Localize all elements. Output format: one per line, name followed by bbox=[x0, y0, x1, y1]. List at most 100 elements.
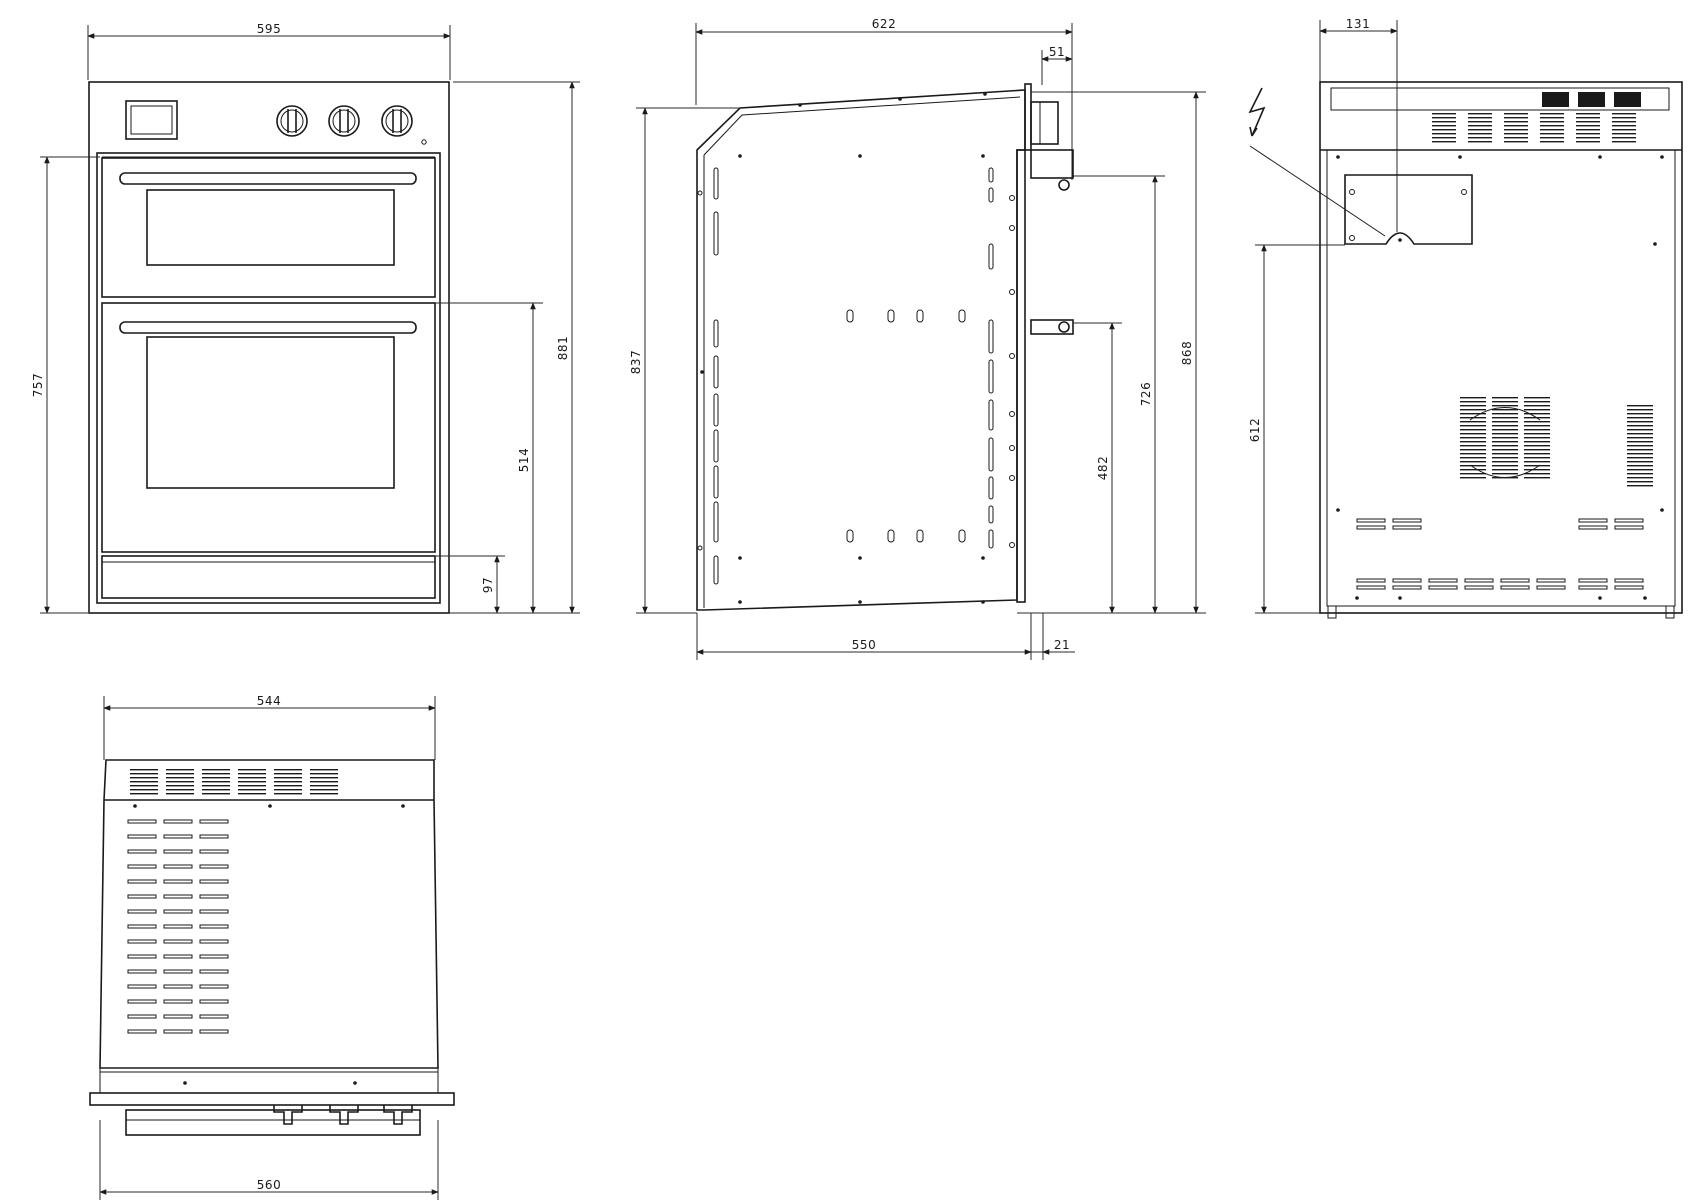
upper-door-handle bbox=[119, 172, 417, 185]
vent-slot bbox=[127, 954, 157, 959]
vent-slot bbox=[199, 879, 229, 884]
dimension-label-131: 131 bbox=[1346, 17, 1370, 31]
vent-slot bbox=[127, 1029, 157, 1034]
dimension-height-726: 726 bbox=[1073, 175, 1165, 614]
vent-slot bbox=[163, 819, 193, 824]
front-view: 595 bbox=[31, 22, 580, 614]
dimension-height-612: 612 bbox=[1248, 244, 1345, 614]
vent-slot bbox=[199, 864, 229, 869]
vent-slot bbox=[199, 1014, 229, 1019]
top-slot-columns bbox=[127, 819, 229, 1034]
back-view: 131 bbox=[1248, 17, 1683, 619]
dimension-label-837: 837 bbox=[629, 350, 643, 374]
dimension-depth-622: 622 bbox=[695, 17, 1073, 180]
dimension-width-560: 560 bbox=[99, 1120, 439, 1200]
top-door-handle-profile bbox=[125, 1109, 421, 1136]
side-slots-right bbox=[988, 167, 994, 549]
back-top-vents bbox=[1432, 113, 1636, 143]
control-knob bbox=[381, 105, 413, 137]
dimension-label-514: 514 bbox=[517, 448, 531, 472]
top-rear-vents bbox=[130, 768, 338, 796]
front-panel-edge bbox=[1024, 83, 1032, 151]
dimension-label-560: 560 bbox=[257, 1178, 281, 1192]
main-door-window bbox=[146, 336, 395, 489]
vent-slot bbox=[199, 984, 229, 989]
dimension-height-757: 757 bbox=[31, 156, 100, 614]
dimension-label-21: 21 bbox=[1054, 638, 1070, 652]
top-rivets bbox=[133, 804, 405, 1085]
vent-slot bbox=[163, 954, 193, 959]
vent-slot bbox=[199, 939, 229, 944]
vent-slot bbox=[163, 984, 193, 989]
vent-slot bbox=[199, 909, 229, 914]
dimension-depth-51: 51 bbox=[1041, 45, 1073, 85]
cable-cover-plate bbox=[1344, 174, 1473, 245]
dimension-height-868: 868 bbox=[1017, 91, 1206, 614]
back-lower-vents bbox=[1356, 518, 1644, 590]
vent-slot bbox=[163, 924, 193, 929]
control-knob bbox=[276, 105, 308, 137]
dimension-height-837: 837 bbox=[629, 107, 740, 614]
front-frame-edge bbox=[1016, 149, 1026, 603]
dimension-label-868: 868 bbox=[1180, 341, 1194, 365]
side-view: 622 51 bbox=[629, 17, 1206, 660]
top-knob-profile bbox=[329, 1105, 359, 1125]
dimension-height-482: 482 bbox=[1073, 322, 1122, 614]
vent-slot bbox=[163, 879, 193, 884]
vent-slot bbox=[199, 969, 229, 974]
dimension-width-595: 595 bbox=[87, 22, 451, 80]
vent-slot bbox=[127, 834, 157, 839]
vent-slot bbox=[127, 984, 157, 989]
mounting-bracket bbox=[1030, 149, 1074, 191]
dimension-label-757: 757 bbox=[31, 373, 45, 397]
terminal-block bbox=[1542, 92, 1569, 107]
vent-slot bbox=[163, 1029, 193, 1034]
vent-slot bbox=[127, 1014, 157, 1019]
dimension-depth-21: 21 bbox=[1031, 613, 1075, 660]
dimension-label-482: 482 bbox=[1096, 456, 1110, 480]
vent-slot bbox=[163, 909, 193, 914]
vent-slot bbox=[127, 969, 157, 974]
dimension-label-544: 544 bbox=[257, 694, 281, 708]
vent-slot bbox=[127, 849, 157, 854]
control-knob bbox=[328, 105, 360, 137]
back-outer-frame bbox=[1319, 81, 1683, 614]
main-oven-door bbox=[101, 302, 436, 553]
top-knob-profile bbox=[383, 1105, 413, 1125]
dimension-label-622: 622 bbox=[872, 17, 896, 31]
vent-slot bbox=[127, 939, 157, 944]
dimension-label-595: 595 bbox=[257, 22, 281, 36]
vent-slot bbox=[163, 894, 193, 899]
back-rivets bbox=[1336, 155, 1664, 600]
dimension-label-612: 612 bbox=[1248, 418, 1262, 442]
front-outer-frame bbox=[88, 81, 450, 614]
terminal-block bbox=[1614, 92, 1641, 107]
dimension-label-726: 726 bbox=[1139, 382, 1153, 406]
vent-slot bbox=[127, 909, 157, 914]
vent-slot bbox=[163, 969, 193, 974]
vent-slot bbox=[127, 819, 157, 824]
vent-slot bbox=[199, 834, 229, 839]
vent-slot bbox=[127, 999, 157, 1004]
display-screen bbox=[125, 100, 178, 140]
vent-slot bbox=[163, 939, 193, 944]
side-rivets bbox=[700, 92, 987, 604]
dimension-width-544: 544 bbox=[103, 694, 436, 760]
top-knob-profile bbox=[273, 1105, 303, 1125]
dimension-label-881: 881 bbox=[556, 336, 570, 360]
upper-door-window bbox=[146, 189, 395, 266]
terminal-block bbox=[1578, 92, 1605, 107]
vent-slot bbox=[199, 999, 229, 1004]
side-screw-holes bbox=[846, 309, 966, 543]
mounting-bracket bbox=[1030, 319, 1074, 335]
dimension-height-881: 881 bbox=[453, 81, 580, 614]
power-symbol-icon bbox=[1248, 87, 1386, 237]
vent-slot bbox=[127, 894, 157, 899]
vent-slot bbox=[163, 999, 193, 1004]
vent-slot bbox=[127, 924, 157, 929]
dimension-depth-550: 550 bbox=[696, 613, 1032, 660]
dimension-label-51: 51 bbox=[1049, 45, 1065, 59]
dimension-offset-131: 131 bbox=[1319, 17, 1398, 232]
vent-slot bbox=[163, 1014, 193, 1019]
